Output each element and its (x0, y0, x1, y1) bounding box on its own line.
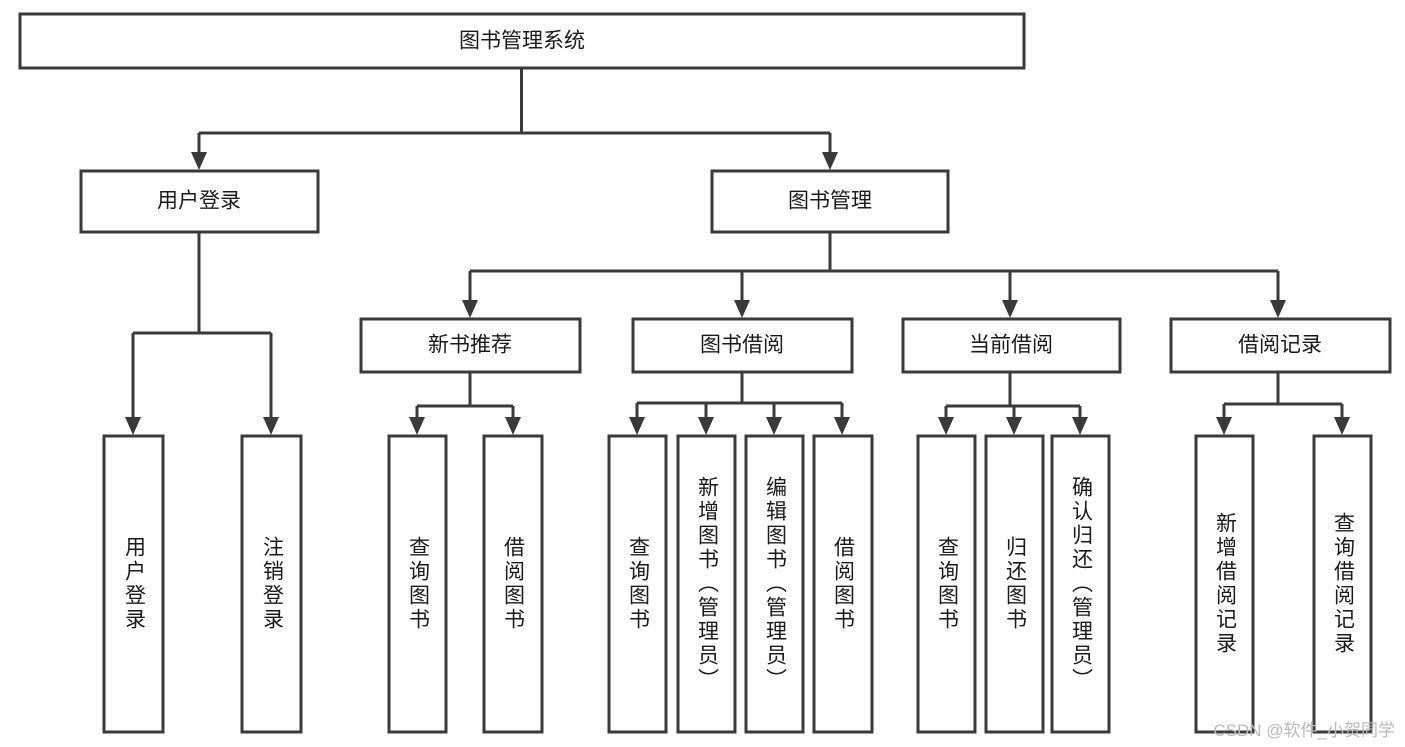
arrow-head-leaf-confirm-return (1072, 417, 1088, 435)
node-leaf-user-login[interactable]: 用户登录 (102, 434, 165, 734)
arrow-head-user-login (191, 152, 207, 170)
arrow-head-leaf-query-book-1 (409, 417, 425, 435)
node-new-book-recommend-box[interactable] (359, 317, 582, 374)
node-leaf-return-book-label: 归还图书 (1004, 536, 1028, 632)
node-leaf-borrow-book-2-box[interactable] (812, 434, 874, 734)
node-root-label: 图书管理系统 (459, 30, 585, 53)
node-borrow-record[interactable]: 借阅记录 (1169, 317, 1392, 374)
node-leaf-borrow-book-1-label: 借阅图书 (502, 536, 526, 632)
node-new-book-recommend-label: 新书推荐 (428, 334, 512, 357)
node-leaf-edit-book-box[interactable] (744, 434, 805, 734)
node-book-borrow[interactable]: 图书借阅 (631, 317, 854, 374)
node-leaf-query-book-3-box[interactable] (916, 434, 977, 734)
node-leaf-add-book-box[interactable] (676, 434, 737, 734)
node-leaf-add-record-box[interactable] (1194, 434, 1255, 734)
node-leaf-query-book-3[interactable]: 查询图书 (916, 434, 977, 734)
node-leaf-add-record-label: 新增借阅记录 (1214, 512, 1238, 656)
arrow-head-leaf-add-book (698, 417, 714, 435)
node-book-borrow-box[interactable] (631, 317, 854, 374)
node-leaf-query-record[interactable]: 查询借阅记录 (1312, 434, 1373, 734)
node-leaf-query-book-1-box[interactable] (387, 434, 448, 734)
node-book-manage-label: 图书管理 (788, 190, 872, 213)
node-leaf-logout-login-label: 注销登录 (261, 536, 285, 632)
arrow-head-book-manage (822, 152, 838, 170)
node-current-borrow-box[interactable] (901, 317, 1122, 374)
node-leaf-borrow-book-1[interactable]: 借阅图书 (482, 434, 544, 734)
node-book-manage[interactable]: 图书管理 (710, 169, 950, 234)
connector-group-new-book-recommend-to-leaves (409, 373, 521, 435)
arrow-head-new-book-recommend (462, 300, 478, 318)
arrow-head-borrow-record (1270, 300, 1286, 318)
node-leaf-borrow-book-2[interactable]: 借阅图书 (812, 434, 874, 734)
node-leaf-query-book-2-label: 查询图书 (627, 536, 651, 632)
node-leaf-query-record-label: 查询借阅记录 (1332, 512, 1356, 656)
node-leaf-query-book-2-box[interactable] (607, 434, 668, 734)
node-leaf-user-login-label: 用户登录 (123, 536, 147, 632)
arrow-head-leaf-query-record (1334, 417, 1350, 435)
node-user-login[interactable]: 用户登录 (79, 169, 320, 234)
node-leaf-add-book-label: 新增图书（管理员） (696, 476, 720, 692)
node-new-book-recommend[interactable]: 新书推荐 (359, 317, 582, 374)
node-leaf-logout-login-box[interactable] (240, 434, 303, 734)
node-borrow-record-label: 借阅记录 (1238, 334, 1322, 357)
node-leaf-query-record-box[interactable] (1312, 434, 1373, 734)
node-root[interactable]: 图书管理系统 (18, 12, 1026, 70)
node-leaf-edit-book-label: 编辑图书（管理员） (764, 476, 788, 692)
arrow-head-leaf-borrow-book-1 (505, 417, 521, 435)
arrow-head-leaf-query-book-2 (629, 417, 645, 435)
node-leaf-query-book-1[interactable]: 查询图书 (387, 434, 448, 734)
node-leaf-borrow-book-1-box[interactable] (482, 434, 544, 734)
node-leaf-logout-login[interactable]: 注销登录 (240, 434, 303, 734)
arrow-head-leaf-edit-book (766, 417, 782, 435)
connector-group-current-borrow-to-leaves (938, 373, 1088, 435)
node-book-borrow-label: 图书借阅 (700, 334, 784, 357)
node-leaf-edit-book[interactable]: 编辑图书（管理员） (744, 434, 805, 734)
connector-group-borrow-record-to-leaves (1216, 373, 1350, 435)
arrow-head-book-borrow (734, 300, 750, 318)
node-leaf-user-login-box[interactable] (102, 434, 165, 734)
connector-group-book-manage-to-level3 (462, 233, 1286, 318)
node-leaf-add-book[interactable]: 新增图书（管理员） (676, 434, 737, 734)
connector-group-root-to-level2 (191, 69, 838, 170)
arrow-head-leaf-user-login (125, 417, 141, 435)
node-book-manage-box[interactable] (710, 169, 950, 234)
node-current-borrow[interactable]: 当前借阅 (901, 317, 1122, 374)
arrow-head-leaf-borrow-book-2 (834, 417, 850, 435)
node-leaf-confirm-return-box[interactable] (1050, 434, 1111, 734)
node-user-login-label: 用户登录 (157, 190, 241, 213)
arrow-head-leaf-query-book-3 (938, 417, 954, 435)
node-user-login-box[interactable] (79, 169, 320, 234)
node-leaf-borrow-book-2-label: 借阅图书 (832, 536, 856, 632)
arrow-head-leaf-add-record (1216, 417, 1232, 435)
node-borrow-record-box[interactable] (1169, 317, 1392, 374)
node-leaf-query-book-1-label: 查询图书 (407, 536, 431, 632)
arrow-head-leaf-return-book (1006, 417, 1022, 435)
node-leaf-add-record[interactable]: 新增借阅记录 (1194, 434, 1255, 734)
node-leaf-confirm-return-label: 确认归还（管理员） (1070, 476, 1094, 692)
connector-group-book-borrow-to-leaves (629, 373, 850, 435)
node-leaf-return-book[interactable]: 归还图书 (984, 434, 1045, 734)
node-leaf-confirm-return[interactable]: 确认归还（管理员） (1050, 434, 1111, 734)
node-leaf-return-book-box[interactable] (984, 434, 1045, 734)
arrow-head-current-borrow (1002, 300, 1018, 318)
connector-group-user-login-to-leaves (125, 233, 279, 435)
node-root-box[interactable] (18, 12, 1026, 70)
node-leaf-query-book-3-label: 查询图书 (936, 536, 960, 632)
node-current-borrow-label: 当前借阅 (969, 334, 1053, 357)
node-leaf-query-book-2[interactable]: 查询图书 (607, 434, 668, 734)
arrow-head-leaf-logout-login (263, 417, 279, 435)
